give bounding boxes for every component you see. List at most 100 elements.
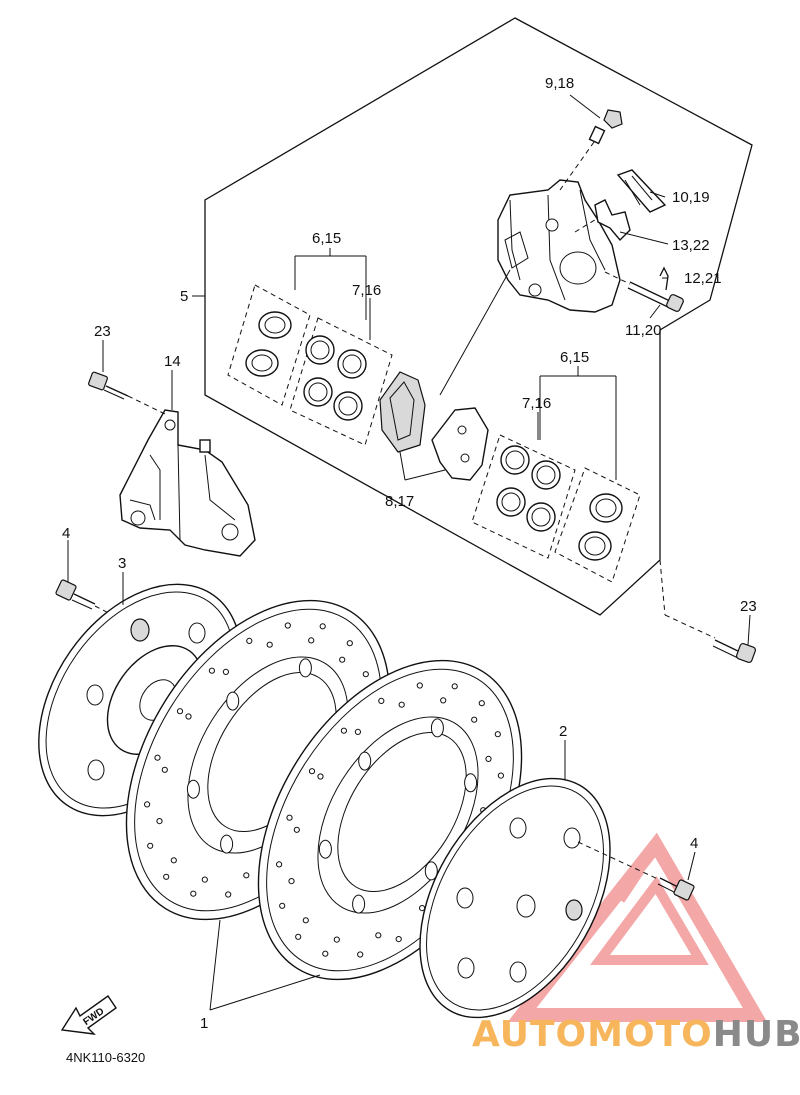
callout-11-20: 11,20 [625,322,661,339]
disc-drill-hole [317,773,324,780]
disc-drill-hole [319,623,326,630]
disc-drill-hole [279,902,286,909]
caliper-bolt-right [659,559,757,664]
disc-drill-hole [346,640,353,647]
disc-drill-hole [322,950,329,957]
callout-1: 1 [200,1015,208,1032]
disc-floating-rivet-slot [186,779,200,799]
disc-drill-hole [302,917,309,924]
disc-drill-hole [266,641,273,648]
disc-drill-hole [163,873,170,880]
disc-drill-hole [497,772,504,779]
disc-drill-hole [201,876,208,883]
disc-drill-hole [288,878,295,885]
callout-6-15-right: 6,15 [560,349,589,366]
pin-clip [659,266,669,291]
watermark-text-part2: HUB [713,1014,800,1055]
disc-drill-hole [144,801,151,808]
callout-23-left: 23 [94,323,111,340]
callout-3: 3 [118,555,126,572]
callout-13-22: 13,22 [672,237,710,254]
callout-4-left: 4 [62,525,70,542]
callout-7-16-top: 7,16 [352,282,381,299]
disc-bolt-right [577,841,695,901]
disc-drill-hole [222,668,229,676]
caliper-bolt-left [88,371,166,415]
callout-10-19: 10,19 [672,189,710,206]
disc-drill-hole [395,936,402,943]
disc-drill-hole [398,701,405,708]
callout-2: 2 [559,723,567,740]
disc-drill-hole [354,728,361,736]
disc-drill-hole [147,842,154,849]
disc-drill-hole [333,936,340,943]
callout-12-21: 12,21 [684,270,722,287]
disc-drill-hole [451,683,458,690]
callout-9-18: 9,18 [545,75,574,92]
callout-5: 5 [180,288,188,305]
disc-drill-hole [471,716,478,723]
disc-drill-hole [190,890,197,897]
disc-drill-hole [286,814,293,821]
watermark-text-part1: AUTOMOTO [472,1014,713,1055]
callout-6-15-top: 6,15 [312,230,341,247]
right-brake-caliper [497,179,621,313]
disc-drill-hole [494,731,501,738]
disc-drill-hole [440,697,447,704]
disc-floating-rivet-slot [220,834,234,854]
disc-drill-hole [308,637,315,644]
bleed-screw [559,109,623,191]
disc-drill-hole [375,932,382,939]
callout-8-17: 8,17 [385,493,414,510]
disc-drill-hole [293,826,300,833]
callout-14: 14 [164,353,181,370]
disc-drill-hole [243,872,250,879]
disc-drill-hole [416,682,423,689]
pad-pin [604,271,684,312]
piston-group-right [471,434,641,583]
piston-group-top [227,284,393,446]
disc-floating-rivet-slot [226,691,240,711]
disc-drill-hole [156,818,163,825]
callout-4-right: 4 [690,835,698,852]
callout-7-16-right: 7,16 [522,395,551,412]
disc-drill-hole [276,861,283,868]
disc-drill-hole [478,700,485,707]
disc-floating-rivet-slot [430,718,444,738]
disc-drill-hole [308,768,316,775]
disc-drill-hole [185,713,192,720]
disc-floating-rivet-slot [318,839,332,859]
hub-flange-right [419,777,611,1019]
disc-drill-hole [295,933,302,940]
pad-spring [616,169,667,213]
disc-drill-hole [485,755,492,763]
disc-floating-rivet-slot [298,658,312,678]
disc-drill-hole [246,637,253,645]
disc-drill-hole [284,622,291,629]
disc-floating-rivet-slot [464,773,478,793]
disc-floating-rivet-slot [424,861,438,881]
brake-pad-right [431,407,489,481]
disc-drill-hole [161,766,168,773]
disc-drill-hole [225,891,232,898]
leader-lines [67,94,751,1011]
disc-drill-hole [340,727,347,734]
disc-drill-hole [170,857,177,864]
pad-leader [439,269,511,396]
disc-floating-rivet-slot [358,751,372,771]
disc-floating-rivet-slot [352,894,366,914]
diagram-code: 4NK110-6320 [66,1050,145,1065]
disc-drill-hole [378,697,385,705]
pad-clip [574,199,631,242]
forward-arrow: FWD [60,995,117,1035]
disc-drill-hole [208,667,215,674]
disc-drill-hole [176,708,184,715]
left-brake-caliper [119,409,256,557]
disc-drill-hole [357,951,364,958]
disc-drill-hole [154,754,161,761]
disc-drill-hole [362,671,369,678]
callout-23-right: 23 [740,598,757,615]
watermark-text: AUTOMOTOHUB [472,1014,800,1055]
